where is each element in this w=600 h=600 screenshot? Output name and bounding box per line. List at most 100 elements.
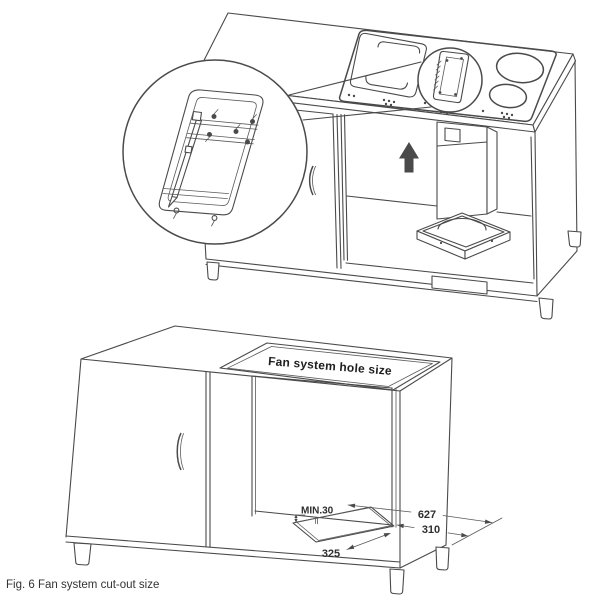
door-handle [176,432,182,471]
leg-back-right [435,546,450,571]
dim325-line [346,533,389,550]
front-left-edge [65,358,82,538]
plinth-recess [431,275,488,295]
floor-front-edge [345,262,534,284]
backwall-floor-line-right [496,211,532,217]
control-dots [347,93,514,120]
burner-small [488,83,528,109]
figure-caption: Fig. 6 Fan system cut-out size [6,579,159,591]
cooktop-outline [338,29,557,123]
door-handle-inner [180,433,184,470]
dim310-arrow-left [397,523,404,529]
mounting-screws [205,109,257,145]
burners [488,52,545,109]
opening-left-edge-inner [343,114,349,261]
dimension-min30: MIN.30 [294,506,334,523]
hook-screws [173,207,218,227]
cabinet-back-right-edge [574,60,578,252]
cutout-view: Fan system hole size [65,325,503,595]
bracket-top-tab [191,110,203,122]
cabinet-legs [206,230,582,320]
flex-zone-outline [349,32,427,98]
hole-inner-rim [296,507,392,541]
flex-zone-top-bracket [377,41,421,54]
dim627-arrow-left [348,503,356,508]
small-cutout-hatching [433,60,442,91]
tray-screw [439,241,443,245]
cutout-interior [251,375,397,528]
opening-left-edge [340,113,345,261]
cabinet-bottom-rail [205,263,538,303]
dim325-value: 325 [322,548,340,560]
side-bracket [167,110,203,208]
door-right-edge [332,113,338,269]
leader-line-lower [302,106,432,121]
leg-back-right [567,230,582,248]
cabinet-top-face [80,325,453,392]
opening-top-edge [251,375,393,389]
recess-inner [227,346,433,387]
backwall-floor-line-left [346,195,438,207]
dimension-627: 627 [347,503,493,524]
magnifier-detail-circle [122,59,308,245]
cutout-cabinet: Fan system hole size [65,325,453,595]
flex-zone-bottom-bracket [365,75,409,90]
bracket-point [167,195,178,208]
cooktop [338,29,557,123]
duct-inlet-box [444,127,461,143]
dimension-325: 325 [322,533,391,560]
right-extension-line [451,517,503,546]
leader-line-upper [288,61,422,96]
back-right-edge [445,357,453,546]
floor-cutout [292,506,395,543]
leg-front-right [389,568,405,595]
tray-screw [490,239,494,243]
cutout-frame-inner [167,97,257,206]
fan-tray [416,212,511,260]
flex-cooking-zone [349,32,427,98]
front-bottom-edge [65,541,401,569]
cabinet-inner-right-wall [530,136,535,280]
bracket-notch [184,145,193,154]
small-cutout-screws [438,57,463,96]
dimension-310: 310 [396,517,503,546]
small-cutout-inner [439,56,464,97]
fan-scroll-arc [437,217,487,231]
tray-front-skirt-right [464,231,511,260]
installation-view [122,12,582,320]
cutout-cabinet-door [176,370,211,548]
cabinet-right-bottom-edge [536,250,578,297]
dim627-line-left [347,504,412,513]
dim325-arrow-far [383,533,391,538]
cutout-detail-small-circle [417,47,483,113]
cabinet-interior [340,113,534,284]
dim310-arrow-right [461,532,468,538]
tray-inner-rim [422,215,505,248]
dim310-value: 310 [422,524,440,536]
exhaust-duct [436,121,498,220]
up-arrow-icon [399,142,419,173]
duct-collar-line [436,141,488,147]
cabinet-front-right-edge [534,131,538,297]
dim627-line-right [442,515,493,523]
dim325-arrow-near [347,544,355,550]
door-right-edge-inner [336,113,342,269]
door-handle-inner [312,165,316,196]
leg-front-left [73,542,92,566]
leg-front-left [206,261,220,281]
recess-outer [219,342,441,391]
door-handle [308,165,314,196]
backwall-floor-line [254,510,393,526]
min30-arrow-up [294,514,298,518]
burner-large [495,52,545,84]
cutout-cabinet-legs [73,542,450,595]
min30-value: MIN.30 [301,506,334,517]
small-cutout-frame [432,50,470,104]
front-bottom-rail [65,535,401,563]
leg-front-right [538,297,554,320]
duct-side-face [486,126,498,215]
min30-arrow-down [294,519,298,523]
dim627-arrow-right [484,519,492,524]
magnifier-leader-lines [288,61,432,121]
